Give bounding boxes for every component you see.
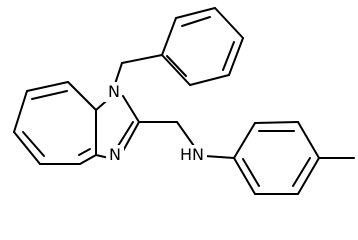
bond <box>122 121 140 152</box>
bond <box>117 121 134 147</box>
bond <box>22 131 45 157</box>
bond <box>204 155 235 159</box>
bond <box>26 81 69 92</box>
bond <box>67 81 97 111</box>
atom-labels: N N HN <box>104 82 207 165</box>
bond <box>233 122 256 159</box>
bond <box>161 17 177 56</box>
bond <box>233 157 256 195</box>
bond <box>161 54 191 86</box>
bond <box>228 37 244 76</box>
bond <box>78 148 91 156</box>
atom-label-n3: N <box>109 145 121 164</box>
bond <box>79 154 97 165</box>
bond <box>122 95 140 123</box>
chemical-structure: N N HN <box>13 7 355 195</box>
bond <box>222 41 235 71</box>
bonds <box>13 7 355 195</box>
bond <box>254 121 299 124</box>
bond <box>13 131 41 165</box>
bond <box>31 90 68 100</box>
bond <box>121 54 163 64</box>
atom-label-n1: N <box>108 82 120 101</box>
bond <box>292 157 311 187</box>
bond <box>176 121 195 147</box>
bond <box>114 62 123 85</box>
bond <box>175 7 216 19</box>
bond <box>181 16 211 27</box>
bond <box>297 157 320 195</box>
bond <box>242 158 260 187</box>
atom-label-nh: HN <box>180 145 204 164</box>
bond <box>189 74 230 86</box>
bond <box>13 90 28 133</box>
bond <box>166 55 187 77</box>
bond <box>214 7 244 39</box>
bond <box>297 121 320 159</box>
